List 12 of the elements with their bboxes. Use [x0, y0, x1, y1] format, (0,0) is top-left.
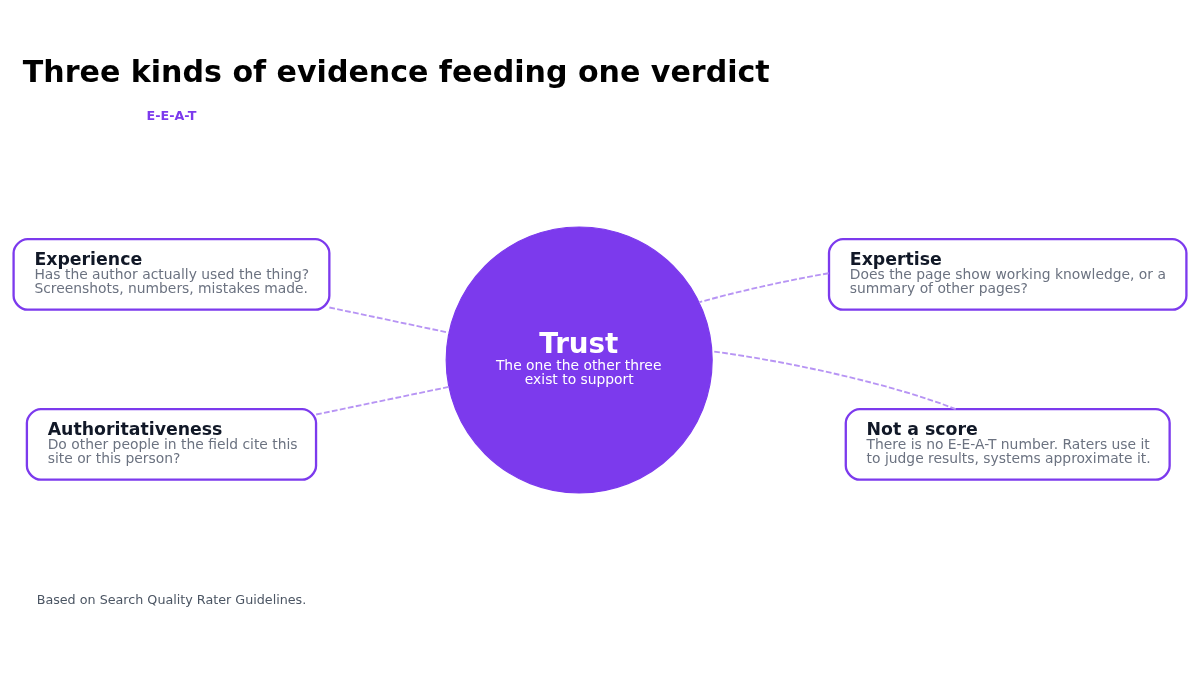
node-box: Not a score There is no E-E-A-T number. Raters use it to judge results, systems approximate it.: [844, 407, 1171, 481]
connector: [328, 306, 450, 334]
diagram-title: Three kinds of evidence feeding one verdict: [22, 53, 770, 89]
connector: [315, 385, 450, 415]
node-box: Expertise Does the page show working knowledge, or a summary of other pages?: [827, 237, 1188, 311]
node-box: Authoritativeness Do other people in the field cite this site or this person?: [25, 407, 318, 481]
label: E-E-A-T: [146, 107, 197, 123]
node-box: Experience Has the author actually used the thing? Screenshots, numbers, mistakes made.: [12, 237, 331, 311]
connector: [698, 271, 830, 303]
connector: [711, 349, 957, 410]
node-circle: Trust The one the other three exist to support: [445, 225, 713, 494]
caption: Based on Search Quality Rater Guidelines.: [36, 591, 307, 607]
